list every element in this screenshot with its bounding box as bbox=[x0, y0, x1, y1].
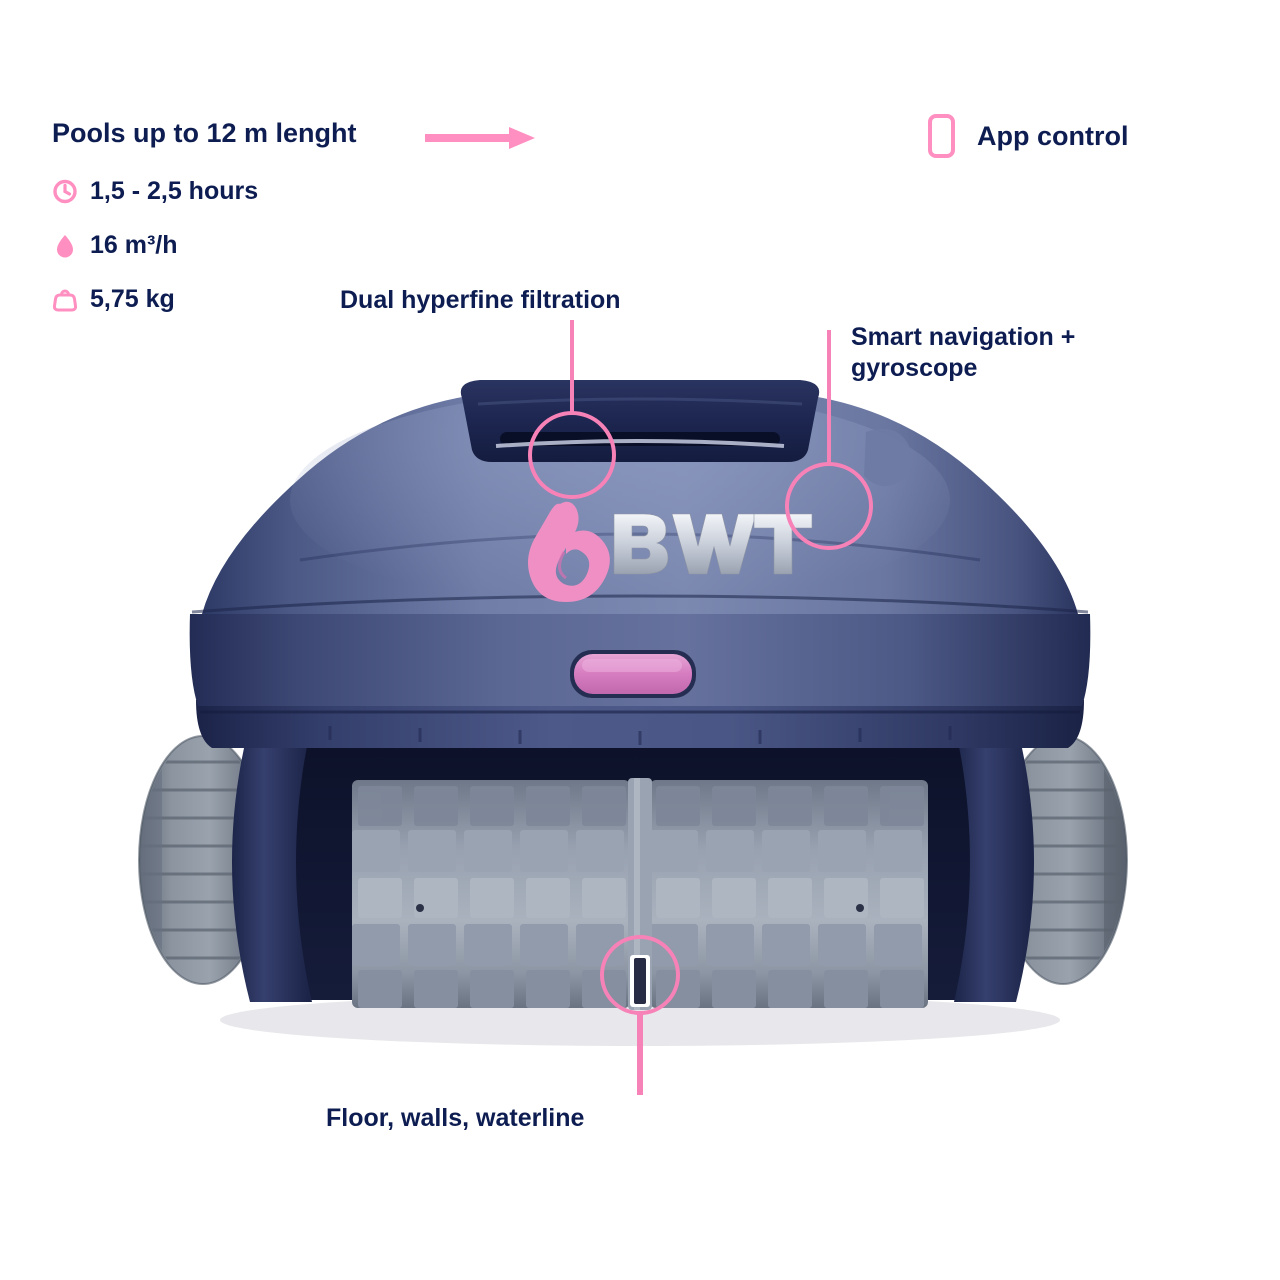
spec-item-flow: 16 m³/h bbox=[52, 232, 178, 258]
flow-drop-icon bbox=[52, 232, 78, 258]
callout-label-navigation: Smart navigation + gyroscope bbox=[851, 323, 1076, 382]
spec-headline-label: Pools up to 12 m lenght bbox=[52, 118, 357, 148]
carry-handle bbox=[460, 380, 820, 462]
spec-headline: Pools up to 12 m lenght bbox=[52, 118, 357, 149]
app-control-item: App control bbox=[928, 114, 1128, 158]
bwt-logo bbox=[528, 501, 813, 602]
clock-icon bbox=[52, 178, 78, 204]
spec-item-flow-label: 16 m³/h bbox=[90, 231, 178, 259]
spec-item-runtime-label: 1,5 - 2,5 hours bbox=[90, 177, 259, 205]
brush-roller-left bbox=[352, 780, 630, 1008]
spec-item-weight-label: 5,75 kg bbox=[90, 285, 175, 313]
brush-roller-right bbox=[650, 780, 928, 1008]
right-arrow-icon bbox=[425, 125, 535, 151]
smartphone-icon bbox=[928, 114, 955, 158]
app-control-label: App control bbox=[977, 120, 1129, 151]
callout-label-filtration: Dual hyperfine filtration bbox=[340, 286, 621, 314]
callout-label-surfaces: Floor, walls, waterline bbox=[326, 1104, 585, 1132]
status-indicator-button bbox=[570, 650, 696, 698]
spec-item-runtime: 1,5 - 2,5 hours bbox=[52, 178, 258, 204]
weight-icon bbox=[52, 286, 78, 312]
spec-item-weight: 5,75 kg bbox=[52, 286, 175, 312]
